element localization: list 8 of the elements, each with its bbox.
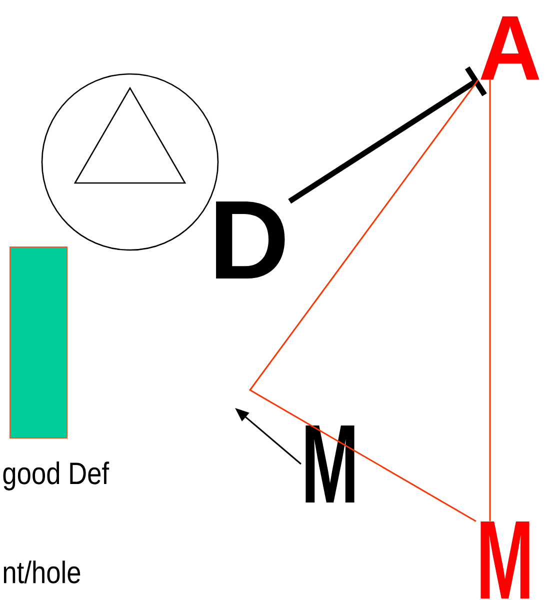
letter-label: D <box>216 201 285 279</box>
letter-label: M <box>306 425 354 503</box>
letter-label: M <box>480 521 530 599</box>
line <box>489 80 491 522</box>
bar <box>10 246 68 438</box>
text-label: nt/hole <box>4 560 80 584</box>
bent-line <box>248 79 479 522</box>
letter-label: A <box>480 16 540 80</box>
